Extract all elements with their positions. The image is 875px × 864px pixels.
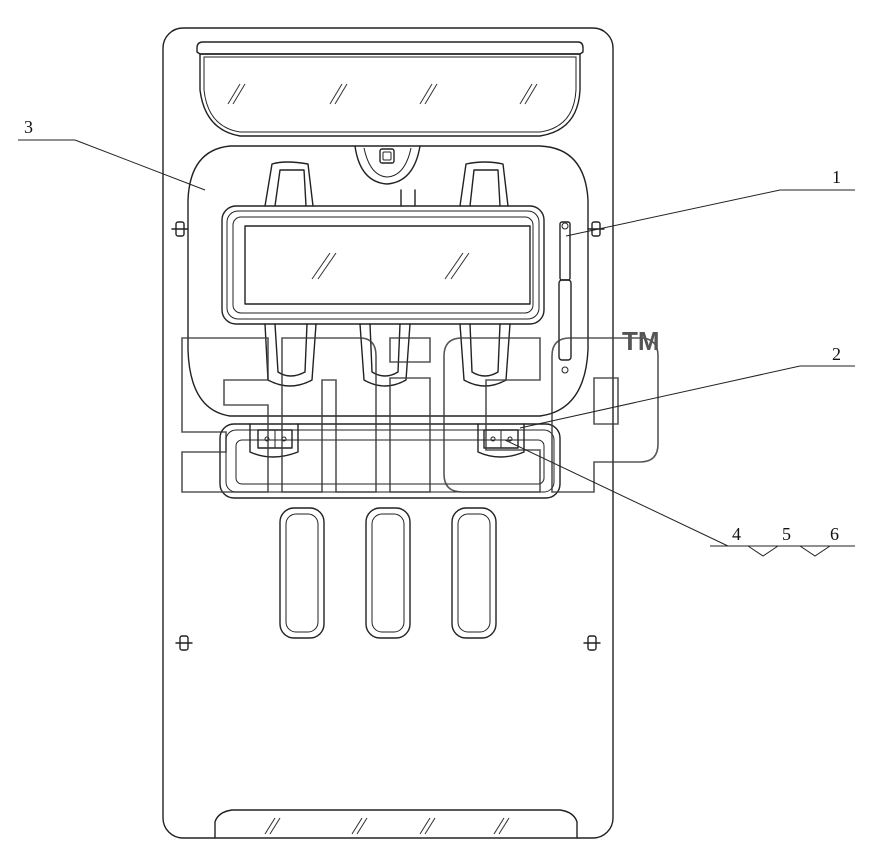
watermark-logo: [181, 337, 659, 493]
leader-lines: [18, 139, 855, 557]
top-window: [196, 41, 584, 137]
door-pins: [171, 221, 605, 651]
left-hinge: [257, 429, 293, 449]
callout-1: 1: [832, 167, 841, 187]
trademark-text: TM: [622, 326, 660, 356]
side-window-glass-marks: [311, 252, 470, 280]
callout-6: 6: [830, 524, 839, 544]
callout-4: 4: [732, 524, 741, 544]
callout-5: 5: [782, 524, 791, 544]
bottom-window: [214, 809, 578, 839]
lower-ribs: [279, 507, 497, 639]
callout-2: 2: [832, 344, 841, 364]
gas-strut: [558, 221, 572, 374]
upper-window-frame: [187, 145, 589, 417]
door-panel-outline: [162, 27, 614, 839]
upper-bosses: [264, 161, 509, 207]
callout-3: 3: [24, 117, 33, 137]
top-window-glass-marks: [227, 83, 538, 105]
side-window: [221, 205, 545, 325]
latch-handle: [354, 145, 421, 185]
right-hinge: [483, 429, 519, 449]
